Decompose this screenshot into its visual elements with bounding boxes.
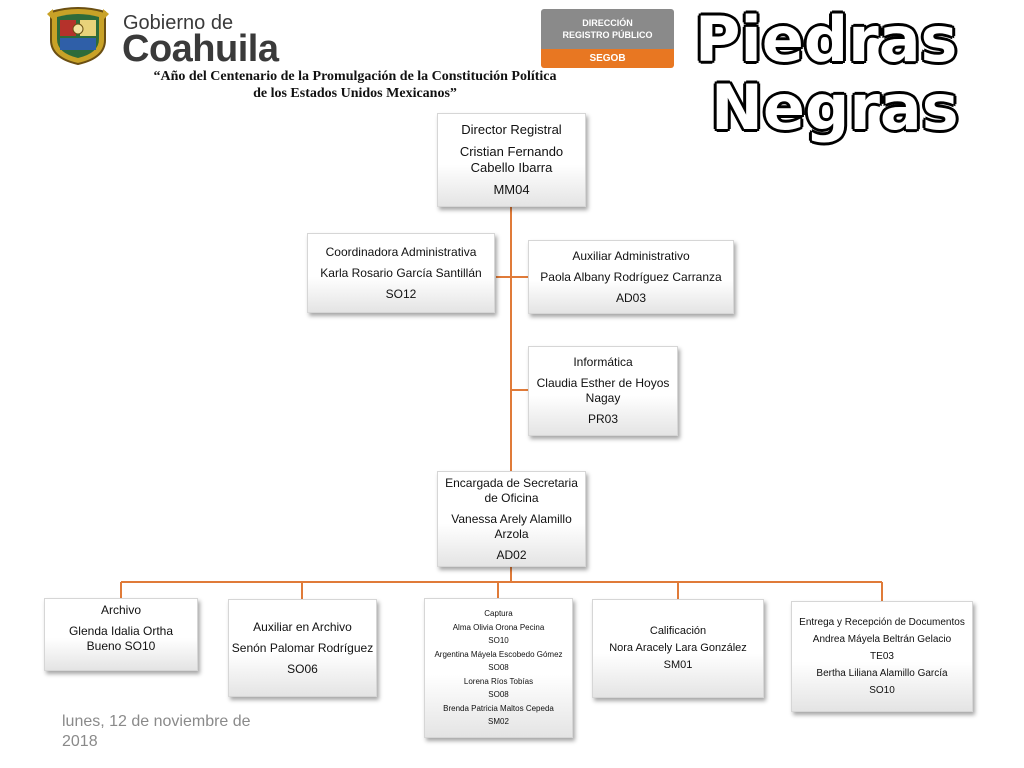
auxiliar-administrativo-box: Auxiliar Administrativo Paola Albany Rod…: [528, 240, 734, 314]
coordinadora-box: Coordinadora Administrativa Karla Rosari…: [307, 233, 495, 313]
entrega-line: Entrega y Recepción de Documentos: [799, 617, 965, 628]
auxiliar-archivo-title: Auxiliar en Archivo: [253, 619, 352, 634]
slogan-line-2: de los Estados Unidos Mexicanos”: [253, 86, 457, 101]
informatica-title: Informática: [573, 355, 633, 369]
informatica-box: Informática Claudia Esther de Hoyos Naga…: [528, 346, 678, 436]
archivo-box: Archivo Glenda Idalia Ortha Bueno SO10: [44, 598, 198, 671]
coahuila-coat-of-arms-icon: [47, 7, 109, 66]
informatica-name-line-2: Nagay: [585, 391, 621, 405]
coordinadora-title: Coordinadora Administrativa: [325, 244, 477, 259]
captura-box: Captura Alma Olivia Orona Pecina SO10 Ar…: [424, 598, 573, 738]
captura-line: Alma Olivia Orona Pecina: [452, 622, 545, 632]
captura-line: SO08: [488, 663, 509, 673]
captura-line: Brenda Patricia Maltos Cepeda: [443, 703, 554, 713]
archivo-line-1: Glenda Idalia Ortha: [68, 624, 174, 638]
badge-bottom: SEGOB: [541, 49, 674, 68]
director-title: Director Registral: [461, 122, 562, 137]
calificacion-title: Calificación: [649, 625, 707, 637]
state-name: Coahuila: [122, 28, 279, 70]
badge-line-1: DIRECCIÓN: [582, 18, 633, 28]
auxiliar-administrativo-code: AD03: [615, 290, 647, 305]
city-title-line-1: Piedras: [695, 3, 958, 76]
informatica-name-line-1: Claudia Esther de Hoyos: [536, 376, 670, 390]
calificacion-code: SM01: [663, 659, 693, 671]
encargada-name-line-2: Arzola: [494, 526, 529, 541]
director-name-line-2: Cabello Ibarra: [470, 160, 553, 175]
entrega-line: Andrea Máyela Beltrán Gelacio: [812, 634, 952, 645]
government-label: Gobierno de: [123, 12, 234, 34]
slide-date-line-1: lunes, 12 de noviembre de: [62, 713, 251, 730]
city-title: Piedras Negras: [695, 6, 1015, 142]
captura-line: Lorena Ríos Tobías: [463, 676, 534, 686]
entrega-recepcion-box: Entrega y Recepción de Documentos Andrea…: [791, 601, 973, 712]
slide-date: lunes, 12 de noviembre de 2018: [62, 712, 262, 752]
director-code: MM04: [493, 182, 530, 197]
captura-line: Argentina Máyela Escobedo Gómez: [434, 649, 563, 659]
badge-line-2: REGISTRO PÚBLICO: [562, 30, 653, 40]
encargada-name-line-1: Vanessa Arely Alamillo: [451, 511, 572, 526]
entrega-line: SO10: [869, 685, 895, 696]
captura-line: SO10: [488, 636, 509, 646]
calificacion-name: Nora Aracely Lara González: [609, 642, 747, 654]
archivo-title: Archivo: [100, 603, 141, 617]
coordinadora-name: Karla Rosario García Santillán: [320, 265, 482, 280]
city-title-line-2: Negras: [711, 71, 959, 144]
entrega-line: TE03: [870, 651, 894, 662]
director-name-line-1: Cristian Fernando: [459, 144, 564, 159]
coordinadora-code: SO12: [385, 286, 417, 301]
encargada-box: Encargada de Secretaria de Oficina Vanes…: [437, 471, 586, 567]
encargada-title-line-2: de Oficina: [484, 490, 539, 505]
auxiliar-archivo-code: SO06: [287, 661, 318, 676]
archivo-line-2: Bueno SO10: [86, 639, 156, 653]
captura-line: SO08: [488, 690, 509, 700]
encargada-title-line-1: Encargada de Secretaria: [445, 475, 578, 490]
informatica-code: PR03: [587, 412, 619, 426]
slide-date-line-2: 2018: [62, 733, 98, 750]
auxiliar-archivo-box: Auxiliar en Archivo Senón Palomar Rodríg…: [228, 599, 377, 697]
slogan: “Año del Centenario de la Promulgación d…: [120, 68, 590, 102]
agency-badge: DIRECCIÓN REGISTRO PÚBLICO SEGOB: [541, 9, 674, 68]
slogan-line-1: “Año del Centenario de la Promulgación d…: [153, 69, 557, 84]
auxiliar-archivo-name: Senón Palomar Rodríguez: [231, 640, 374, 655]
calificacion-box: Calificación Nora Aracely Lara González …: [592, 599, 764, 698]
auxiliar-administrativo-name: Paola Albany Rodríguez Carranza: [540, 269, 722, 284]
entrega-line: Bertha Liliana Alamillo García: [816, 668, 948, 679]
auxiliar-administrativo-title: Auxiliar Administrativo: [572, 248, 690, 263]
encargada-code: AD02: [496, 547, 527, 562]
captura-line: SM02: [488, 717, 509, 727]
director-box: Director Registral Cristian Fernando Cab…: [437, 113, 586, 207]
captura-line: Captura: [484, 609, 513, 619]
badge-top: DIRECCIÓN REGISTRO PÚBLICO: [541, 9, 674, 49]
